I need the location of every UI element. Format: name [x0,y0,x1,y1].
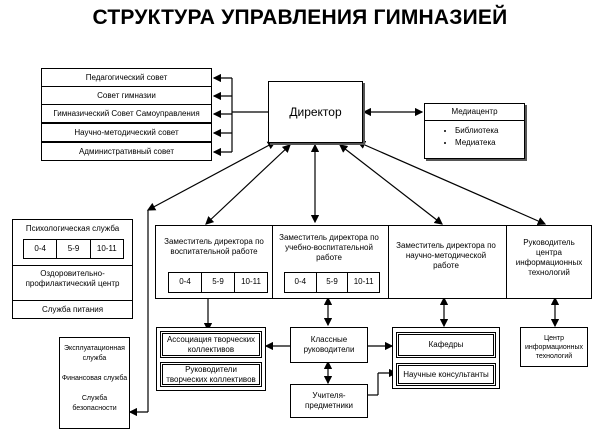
council-gymnasium: Совет гимназии [41,86,212,105]
assoc-group: Ассоциация творческих коллективов Руково… [156,327,266,391]
service-security: Служба безопасности [72,395,117,412]
left-group: Психологическая служба 0-4 5-9 10-11 Озд… [12,219,133,319]
council-selfgov: Гимназический Совет Самоуправления [41,104,212,123]
upbringing-grade: 0-4 [169,273,202,292]
educational-grade: 10-11 [353,277,374,286]
upbringing-grade: 10-11 [241,277,261,286]
services-group: Эксплуатационная служба Финансовая служб… [59,337,130,429]
educational-grades: 0-4 5-9 10-11 [284,272,380,293]
upbringing-grade: 5-9 [202,273,235,292]
leaders-box: Руководители творческих коллективов [160,362,262,387]
food-service: Служба питания [41,305,104,314]
health-center: Оздоровительно-профилактический центр [13,265,132,301]
deputies-frame [155,225,592,299]
page-title: СТРУКТУРА УПРАВЛЕНИЯ ГИМНАЗИЕЙ [92,6,508,29]
it-center-box: Центр информационных технологий [520,327,588,367]
deputy-methodical: Заместитель директора по научно-методиче… [396,241,496,270]
director-box: Директор [268,81,363,143]
service-finance: Финансовая служба [61,375,128,382]
mediacenter-library: Библиотека [455,125,524,137]
it-head: Руководитель центра информационных техно… [515,238,583,277]
departments-box: Кафедры [396,332,496,358]
psych-service: Психологическая служба [25,224,120,233]
psych-grades: 0-4 5-9 10-11 [23,239,124,259]
mediacenter-mediateka: Медиатека [455,137,524,149]
mediacenter-box: Медиацентр Библиотека Медиатека [424,103,525,159]
dept-group: Кафедры Научные консультанты [392,327,500,389]
deputy-educational: Заместитель директора по учебно-воспитат… [279,233,379,262]
council-admin: Административный совет [41,142,212,161]
council-methodical: Научно-методический совет [41,123,212,142]
psych-grade: 10-11 [96,244,117,253]
educational-grade: 5-9 [317,273,349,292]
class-leaders-box: Классные руководители [290,327,368,363]
consultants-box: Научные консультанты [396,363,496,386]
educational-grade: 0-4 [285,273,317,292]
psych-grade: 0-4 [24,240,58,258]
mediacenter-title: Медиацентр [425,104,524,121]
deputy-upbringing: Заместитель директора по воспитательной … [164,237,264,256]
service-maintenance: Эксплуатационная служба [64,345,125,362]
upbringing-grades: 0-4 5-9 10-11 [168,272,268,293]
assoc-box: Ассоциация творческих коллективов [160,331,262,358]
teachers-box: Учителя-предметники [290,384,368,418]
council-pedagogical: Педагогический совет [41,68,212,87]
psych-grade: 5-9 [57,240,91,258]
